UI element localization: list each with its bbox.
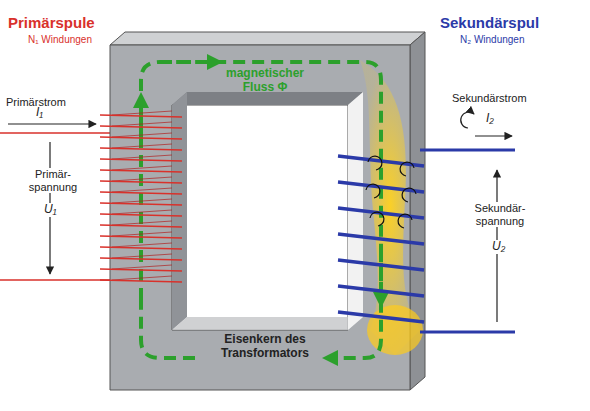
winding-back [112, 276, 172, 280]
winding [100, 247, 182, 249]
winding [100, 192, 182, 194]
winding-back [112, 111, 172, 115]
voltage-symbol: U₂ [490, 240, 507, 254]
flux-glow [360, 60, 423, 355]
winding-back [112, 232, 172, 236]
coil-title: Sekundärspul [440, 14, 539, 31]
winding [100, 181, 182, 183]
winding [100, 280, 182, 282]
winding [100, 236, 182, 238]
winding-back [112, 254, 172, 258]
eddy-currents [366, 156, 416, 228]
winding-back [112, 188, 172, 192]
winding [338, 312, 424, 322]
winding [100, 170, 182, 172]
winding-back [112, 243, 172, 247]
measurement-arrows [8, 112, 512, 322]
winding-back [112, 177, 172, 181]
winding-back [112, 221, 172, 225]
winding [100, 126, 182, 128]
current-label: Sekundärstrom [452, 92, 527, 105]
winding-back [112, 155, 172, 159]
current-symbol: I₁ [36, 106, 43, 120]
winding-back [112, 166, 172, 170]
winding-back [112, 144, 172, 148]
secondary-wires [420, 150, 515, 332]
winding [338, 260, 424, 270]
turns-label: N₁ Windungen [28, 34, 92, 46]
winding [100, 214, 182, 216]
winding [338, 234, 424, 244]
winding [100, 203, 182, 205]
winding [100, 258, 182, 260]
winding-back [112, 133, 172, 137]
voltage-label: Sekundär- spannung [462, 202, 538, 227]
turns-label: N₂ Windungen [460, 34, 524, 46]
winding [100, 269, 182, 271]
winding-back [112, 210, 172, 214]
winding-back [112, 265, 172, 269]
winding [338, 182, 424, 192]
winding [100, 159, 182, 161]
winding [338, 286, 424, 296]
iron-core [110, 32, 425, 390]
core-label: magnetischer Fluss Φ [210, 67, 320, 95]
coil-title: Primärspule [8, 14, 95, 31]
voltage-symbol: U₁ [42, 203, 58, 217]
primary-wires [0, 133, 112, 280]
coil-windings [100, 111, 424, 322]
current-symbol: I₂ [486, 112, 494, 126]
winding [100, 148, 182, 150]
voltage-label: Primär- spannung [20, 168, 86, 193]
winding [100, 115, 182, 117]
iron-core-node: magnetischer Fluss Φ Eisenkern des Transf… [110, 45, 410, 390]
winding [100, 225, 182, 227]
winding [100, 137, 182, 139]
current-label: Primärstrom [6, 96, 66, 109]
winding-back [112, 122, 172, 126]
core-label: Eisenkern des Transformators [200, 333, 330, 361]
winding-back [112, 199, 172, 203]
